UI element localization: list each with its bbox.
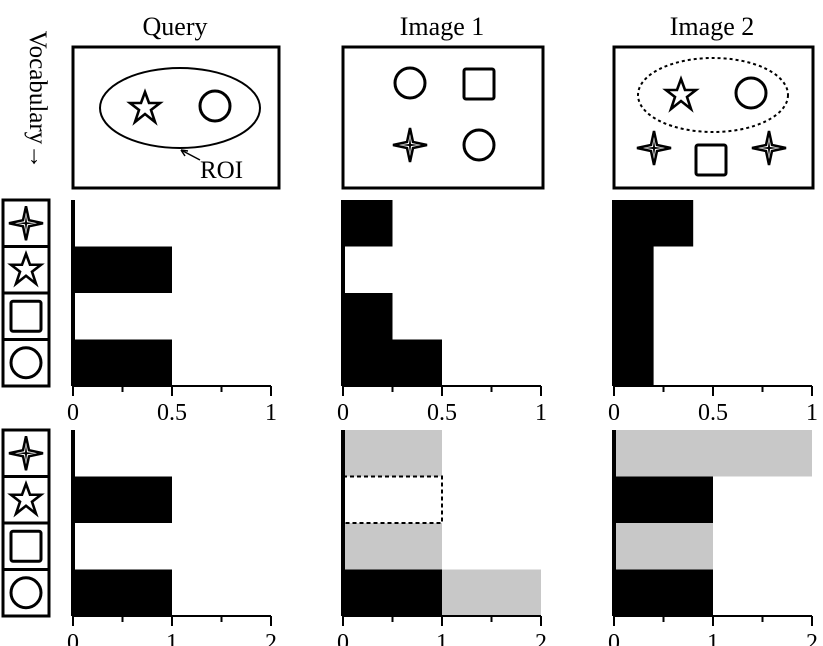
bar bbox=[343, 569, 442, 616]
highlight-bar bbox=[343, 430, 442, 477]
query-weighted: 0 1 2 bbox=[67, 430, 277, 646]
image2-weighted: 0 1 2 bbox=[608, 430, 818, 646]
vocabulary-label: Vocabulary→ bbox=[24, 31, 51, 169]
bar bbox=[614, 200, 694, 247]
x-tick-label: 1 bbox=[265, 400, 277, 426]
vocabulary-legend-set bbox=[1, 428, 51, 618]
x-tick-label: 0 bbox=[67, 630, 79, 646]
bar bbox=[73, 476, 172, 523]
bar bbox=[73, 339, 172, 386]
image2-title: Image 2 bbox=[670, 12, 754, 41]
bar bbox=[614, 246, 654, 293]
image2-panel bbox=[612, 45, 815, 190]
x-tick-label: 0.5 bbox=[157, 400, 187, 426]
x-tick-label: 1 bbox=[166, 630, 178, 646]
bar bbox=[343, 293, 393, 340]
x-tick-label: 1 bbox=[436, 630, 448, 646]
x-tick-label: 0 bbox=[608, 400, 620, 426]
bar bbox=[343, 339, 442, 386]
bar bbox=[343, 200, 393, 247]
roi-ellipse-dashed bbox=[637, 57, 789, 133]
x-tick-label: 1 bbox=[806, 400, 818, 426]
x-tick-label: 2 bbox=[535, 630, 547, 646]
highlight-bar bbox=[343, 523, 442, 570]
query-title: Query bbox=[143, 12, 208, 41]
x-tick-label: 2 bbox=[265, 630, 277, 646]
vocabulary-legend bbox=[1, 198, 51, 618]
image1-title: Image 1 bbox=[400, 12, 484, 41]
vocabulary-legend-set bbox=[1, 198, 51, 388]
image1-panel bbox=[341, 45, 545, 190]
image1-weighted: 0 1 2 bbox=[337, 430, 547, 646]
highlight-bar bbox=[614, 523, 713, 570]
bar bbox=[614, 293, 654, 340]
bar bbox=[614, 476, 713, 523]
dashed-outline-bar bbox=[342, 475, 443, 524]
x-tick-label: 0.5 bbox=[427, 400, 457, 426]
bar bbox=[614, 339, 654, 386]
roi-arrow bbox=[180, 149, 201, 161]
roi-ellipse bbox=[99, 67, 261, 149]
x-tick-label: 0 bbox=[337, 630, 349, 646]
x-tick-label: 0 bbox=[608, 630, 620, 646]
x-tick-label: 0 bbox=[67, 400, 79, 426]
bar bbox=[73, 246, 172, 293]
bar bbox=[73, 569, 172, 616]
bar bbox=[614, 569, 713, 616]
x-tick-label: 2 bbox=[806, 630, 818, 646]
x-tick-label: 1 bbox=[535, 400, 547, 426]
highlight-bar bbox=[614, 430, 812, 477]
query-image-panel: ROI bbox=[71, 45, 281, 190]
x-tick-label: 0.5 bbox=[698, 400, 728, 426]
x-tick-label: 1 bbox=[707, 630, 719, 646]
x-tick-label: 0 bbox=[337, 400, 349, 426]
roi-label: ROI bbox=[200, 157, 243, 184]
